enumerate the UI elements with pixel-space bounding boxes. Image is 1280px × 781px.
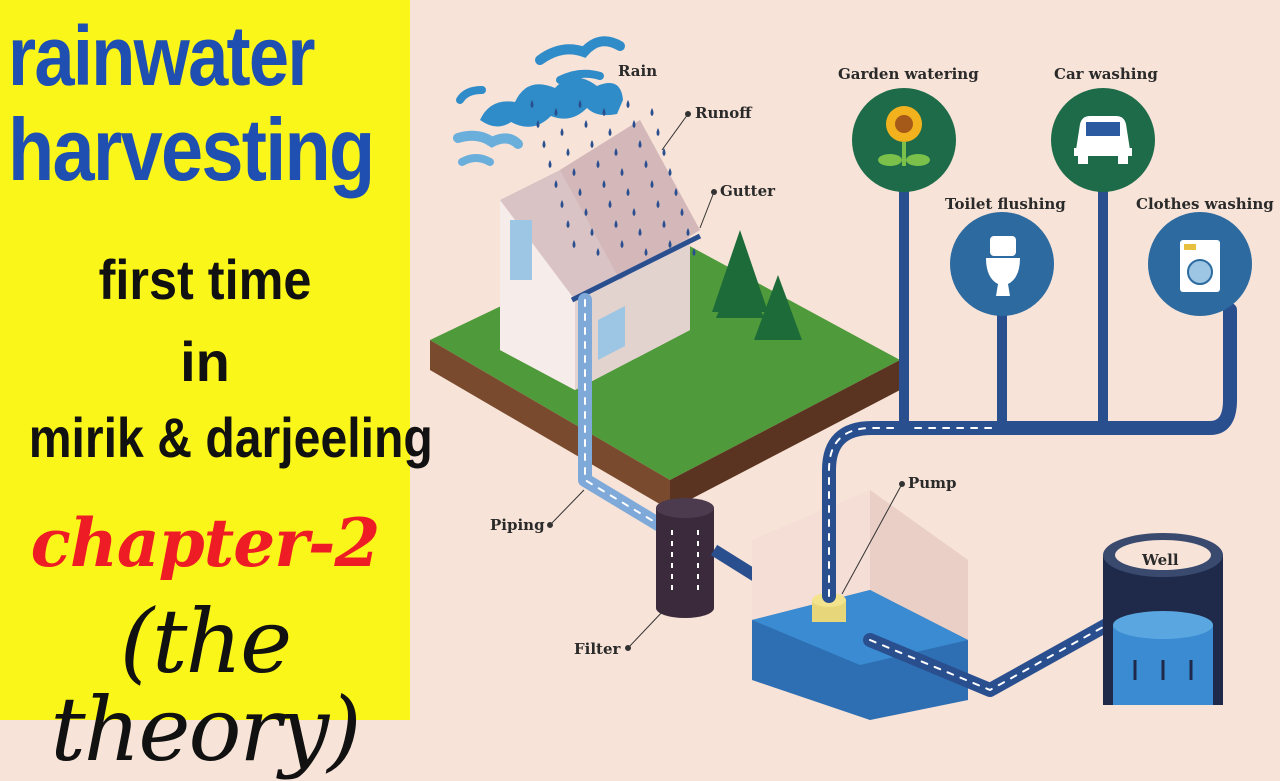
rain-drop [686,228,690,236]
rain-drop [620,168,624,176]
rain-drop [644,248,648,256]
label-filter: Filter [574,640,622,658]
rain-drop [680,208,684,216]
rain-drop [626,188,630,196]
headline-line-3: first time [98,248,312,311]
car-washing-circle [1051,88,1155,192]
headline-line-4: in [180,330,230,393]
rain-drop [602,180,606,188]
rain-drop [590,228,594,236]
rain-drop [584,120,588,128]
title-panel: rainwater harvesting first time in mirik… [0,0,433,774]
rain-drop [620,240,624,248]
rainwater-harvesting-diagram: Rain Runoff Gutter Piping Filter Pump We… [430,36,1274,720]
well-feed-pipe [863,605,1137,697]
rain-drop [662,148,666,156]
rain-drop [566,220,570,228]
car-icon [1074,116,1132,164]
label-piping: Piping [490,516,545,534]
rain-drop [632,208,636,216]
rain-drop [608,128,612,136]
rain-drop [644,160,648,168]
label-rain: Rain [618,62,657,80]
distribution-pipes [822,185,1237,603]
well-icon [1103,533,1223,705]
label-car-washing: Car washing [1054,65,1158,83]
rain-drop [692,248,696,256]
rain-drop [596,160,600,168]
rain-drop [554,180,558,188]
rain-drop [554,108,558,116]
storage-tank [752,490,968,720]
clothes-washing-circle [1148,212,1252,316]
rain-drop [578,188,582,196]
rain-drop [542,140,546,148]
chapter-label: chapter-2 [30,504,381,582]
rain-drop [578,100,582,108]
headline-line-5: mirik & darjeeling [28,406,433,469]
rain-drop [668,240,672,248]
rain-cloud-icon [453,36,625,166]
rain-drop [596,248,600,256]
headline-line-1: rainwater [8,9,315,103]
rain-drop [560,128,564,136]
rain-drop [584,208,588,216]
chapter-subtitle: (the theory) [50,590,361,781]
label-well: Well [1141,551,1179,569]
rain-drop [602,108,606,116]
rain-drop [638,228,642,236]
headline-line-2: harvesting [8,100,375,199]
rain-drop [548,160,552,168]
rain-drop [674,188,678,196]
rain-drop [608,200,612,208]
tree-icon [712,230,802,340]
rain-drop [656,128,660,136]
garden-watering-circle [852,88,956,192]
rain-drop [668,168,672,176]
label-garden-watering: Garden watering [838,65,979,83]
label-gutter: Gutter [720,182,776,200]
rain-drop [590,140,594,148]
sunflower-icon [878,106,930,166]
rain-drop [560,200,564,208]
rain-drop [614,148,618,156]
house-icon [500,120,702,390]
downpipe [578,293,675,537]
label-clothes-washing: Clothes washing [1136,195,1274,213]
rain-drop [614,220,618,228]
rain-drop [662,220,666,228]
rain-drop [572,168,576,176]
rain-drop [650,180,654,188]
label-leaders [547,111,905,651]
label-runoff: Runoff [695,104,753,122]
rain-drop [566,148,570,156]
washing-machine-icon [1180,240,1220,292]
rain-drop [632,120,636,128]
rain-drop [530,100,534,108]
rain-drop [650,108,654,116]
rain-drop [536,120,540,128]
label-toilet-flushing: Toilet flushing [945,195,1066,213]
rain-drops [530,100,696,256]
rain-drop [572,240,576,248]
rain-drop [638,140,642,148]
label-pump: Pump [908,474,957,492]
rain-drop [626,100,630,108]
toilet-icon [986,236,1020,296]
toilet-flushing-circle [950,212,1054,316]
filter-tank [656,498,714,618]
rain-drop [656,200,660,208]
